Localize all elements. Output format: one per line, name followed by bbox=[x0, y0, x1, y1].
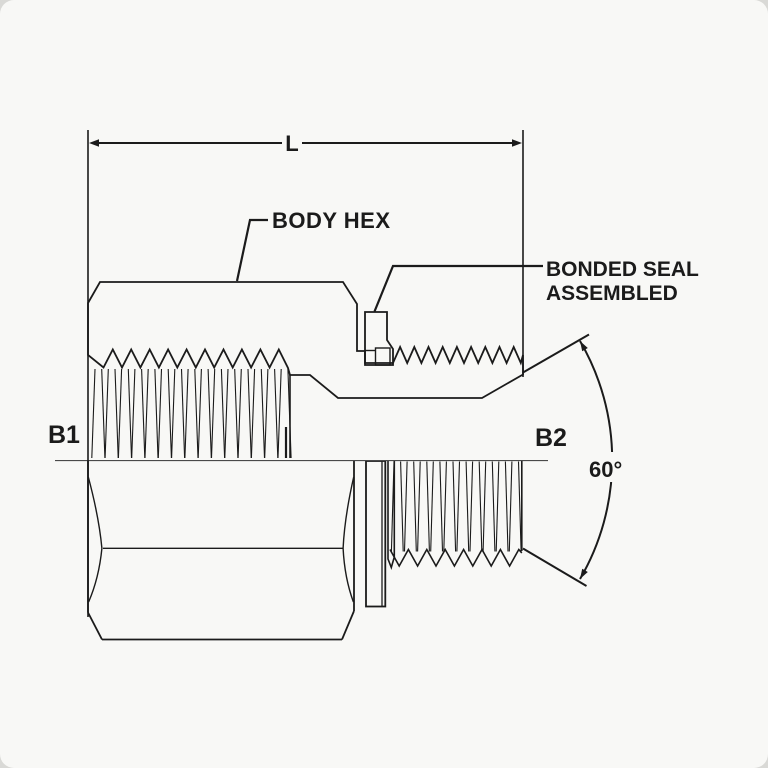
arc-arrowhead-top bbox=[580, 341, 588, 352]
male-thread-side-lines bbox=[390, 461, 522, 552]
arc-arrowhead-bottom bbox=[580, 568, 588, 579]
port-b1-label: B1 bbox=[48, 421, 80, 449]
arrowhead-right bbox=[512, 139, 522, 147]
body-hex-label: BODY HEX bbox=[272, 208, 391, 233]
fitting-body-section bbox=[87, 281, 524, 399]
male-thread-profile bbox=[389, 547, 523, 568]
lower-exterior-view bbox=[87, 460, 523, 641]
callouts: BODY HEX BONDED SEAL ASSEMBLED B1 B2 bbox=[48, 208, 699, 452]
angle-60-label: 60° bbox=[589, 457, 622, 482]
bonded-seal-section bbox=[364, 311, 394, 366]
hex-body-side-view bbox=[87, 461, 355, 641]
port-b2-label: B2 bbox=[535, 424, 567, 452]
bonded-seal-body bbox=[364, 311, 394, 366]
length-dimension-label: L bbox=[285, 131, 298, 156]
bonded-seal-label-line1: BONDED SEAL bbox=[546, 258, 699, 281]
bonded-seal-insert bbox=[374, 347, 391, 366]
bonded-seal-label-line2: ASSEMBLED bbox=[546, 282, 678, 305]
arrowhead-left bbox=[89, 139, 99, 147]
female-thread-bore-lines bbox=[91, 368, 292, 459]
bonded-seal-leader-line bbox=[373, 264, 543, 312]
hex-corner-curve-left bbox=[87, 476, 103, 603]
seal-back-edge bbox=[387, 461, 396, 571]
angle-line-lower bbox=[522, 547, 588, 587]
length-dimension: L bbox=[87, 130, 524, 617]
body-hex-leader-line bbox=[235, 218, 268, 282]
angle-line-upper bbox=[522, 333, 590, 374]
upper-section-view bbox=[87, 281, 524, 459]
seat-angle-dimension: 60° bbox=[522, 333, 638, 587]
hex-corner-curve-right bbox=[342, 476, 355, 603]
angle-label-mask bbox=[584, 452, 638, 482]
bonded-seal-washer-side bbox=[365, 460, 396, 608]
